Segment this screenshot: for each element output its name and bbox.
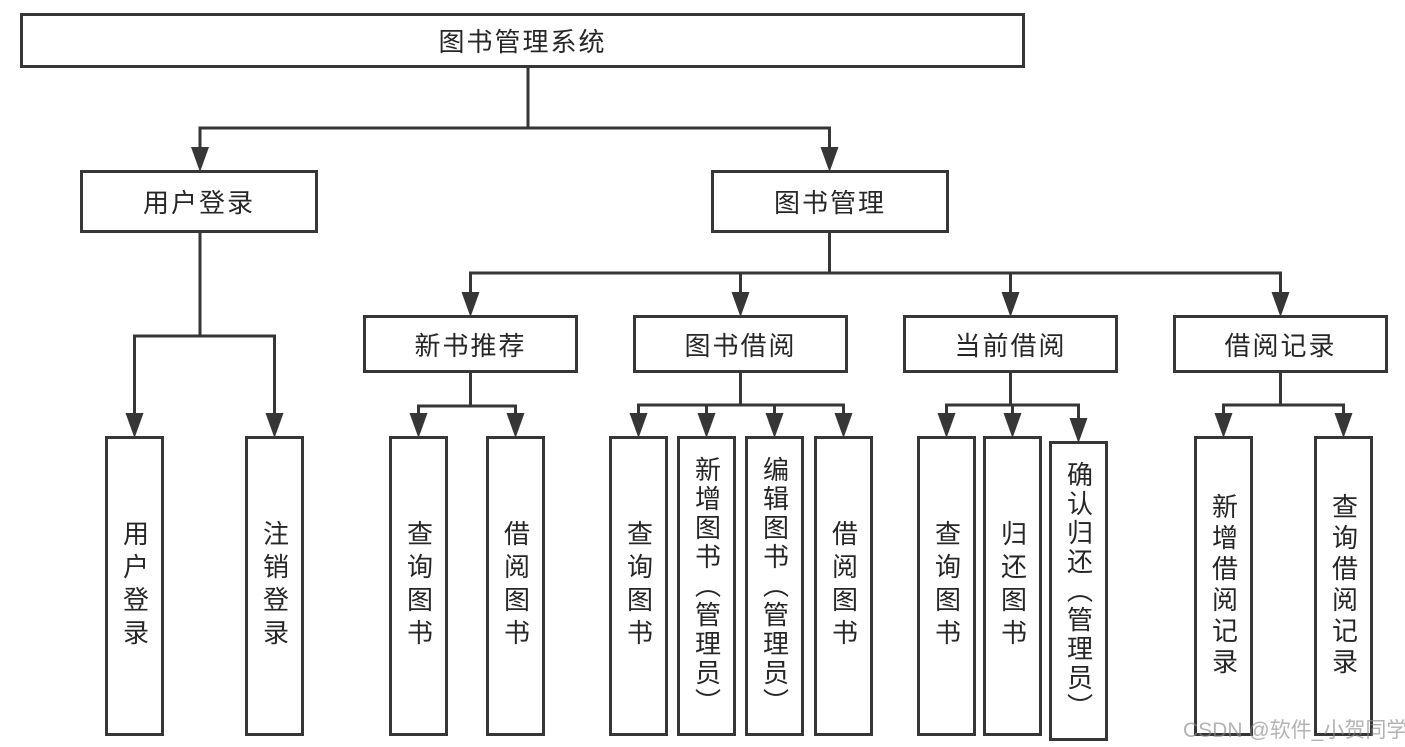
node-label: 图书借阅 — [684, 330, 797, 361]
leaf-return-books: 归还图书 — [983, 436, 1042, 736]
node-label: 图书管理 — [773, 188, 886, 218]
node-label: 查询图书 — [623, 520, 654, 652]
node-new-book-recommend: 新书推荐 — [363, 315, 578, 373]
leaf-logout: 注销登录 — [245, 436, 304, 736]
node-label: 确认归还（管理员） — [1063, 460, 1094, 722]
connector-root-to-level2 — [191, 68, 839, 172]
connector-book-borrow-branch — [629, 373, 853, 438]
leaf-edit-book-admin: 编辑图书（管理员） — [745, 436, 804, 736]
node-label: 当前借阅 — [954, 330, 1067, 361]
node-label: 新增借阅记录 — [1208, 493, 1239, 679]
leaf-add-book-admin: 新增图书（管理员） — [677, 436, 736, 736]
leaf-confirm-return-admin: 确认归还（管理员） — [1049, 441, 1108, 741]
node-label: 查询图书 — [403, 520, 434, 652]
csdn-watermark: CSDN @软件_小贺同学 — [1183, 719, 1405, 742]
node-label: 新书推荐 — [414, 330, 527, 361]
node-label: 查询借阅记录 — [1328, 493, 1359, 679]
node-label: 借阅记录 — [1224, 330, 1337, 361]
node-label: 注销登录 — [259, 520, 290, 652]
node-label: 新增图书（管理员） — [691, 455, 722, 717]
node-label: 用户登录 — [142, 188, 255, 218]
leaf-user-login: 用户登录 — [105, 436, 164, 736]
connector-user-login-branch — [125, 233, 284, 438]
leaf-query-books: 查询图书 — [609, 436, 668, 736]
node-label: 借阅图书 — [500, 520, 531, 652]
node-label: 归还图书 — [997, 520, 1028, 652]
connector-new-book-branch — [409, 373, 525, 438]
node-book-management: 图书管理 — [711, 170, 949, 233]
leaf-query-books: 查询图书 — [389, 436, 448, 736]
node-book-borrow: 图书借阅 — [633, 315, 848, 373]
node-label: 编辑图书（管理员） — [759, 455, 790, 717]
node-root-system: 图书管理系统 — [20, 13, 1025, 68]
leaf-borrow-books: 借阅图书 — [814, 436, 873, 736]
node-label: 查询图书 — [931, 520, 962, 652]
connector-book-management-branch — [461, 233, 1290, 317]
connector-current-borrow-branch — [937, 373, 1088, 443]
node-user-login: 用户登录 — [80, 170, 318, 233]
connector-borrow-records-branch — [1214, 373, 1353, 438]
leaf-query-books: 查询图书 — [917, 436, 976, 736]
leaf-query-borrow-record: 查询借阅记录 — [1314, 436, 1373, 736]
node-label: 图书管理系统 — [438, 27, 607, 57]
node-borrow-records: 借阅记录 — [1173, 315, 1388, 373]
node-current-borrow: 当前借阅 — [903, 315, 1118, 373]
leaf-add-borrow-record: 新增借阅记录 — [1194, 436, 1253, 736]
node-label: 借阅图书 — [828, 520, 859, 652]
node-label: 用户登录 — [119, 520, 150, 652]
leaf-borrow-books: 借阅图书 — [486, 436, 545, 736]
